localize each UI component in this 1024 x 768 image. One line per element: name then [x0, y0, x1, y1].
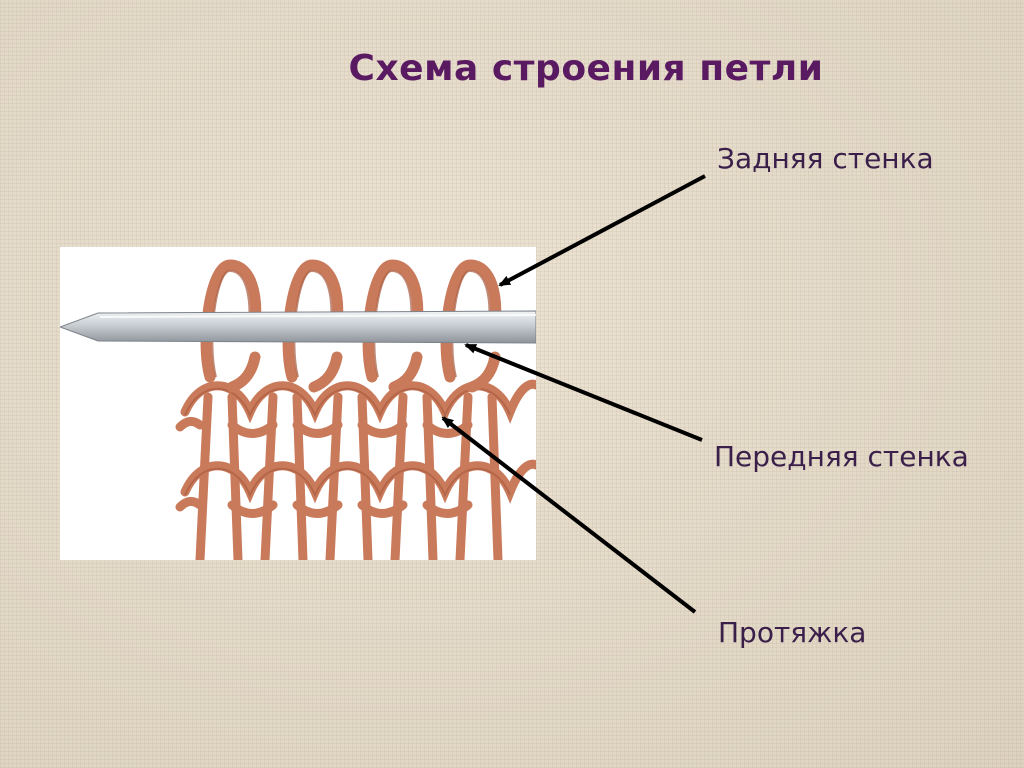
- knitted-fabric-drawing: [60, 259, 536, 560]
- loops-back-shading: [211, 269, 491, 378]
- page-title: Схема строения петли: [348, 48, 824, 89]
- label-back-wall: Задняя стенка: [717, 142, 934, 175]
- fabric-rows: [175, 379, 536, 560]
- label-sinker-loop: Протяжка: [718, 616, 867, 649]
- knitting-needle: [60, 310, 536, 344]
- label-front-wall: Передняя стенка: [714, 440, 969, 473]
- knitting-illustration: [60, 247, 536, 560]
